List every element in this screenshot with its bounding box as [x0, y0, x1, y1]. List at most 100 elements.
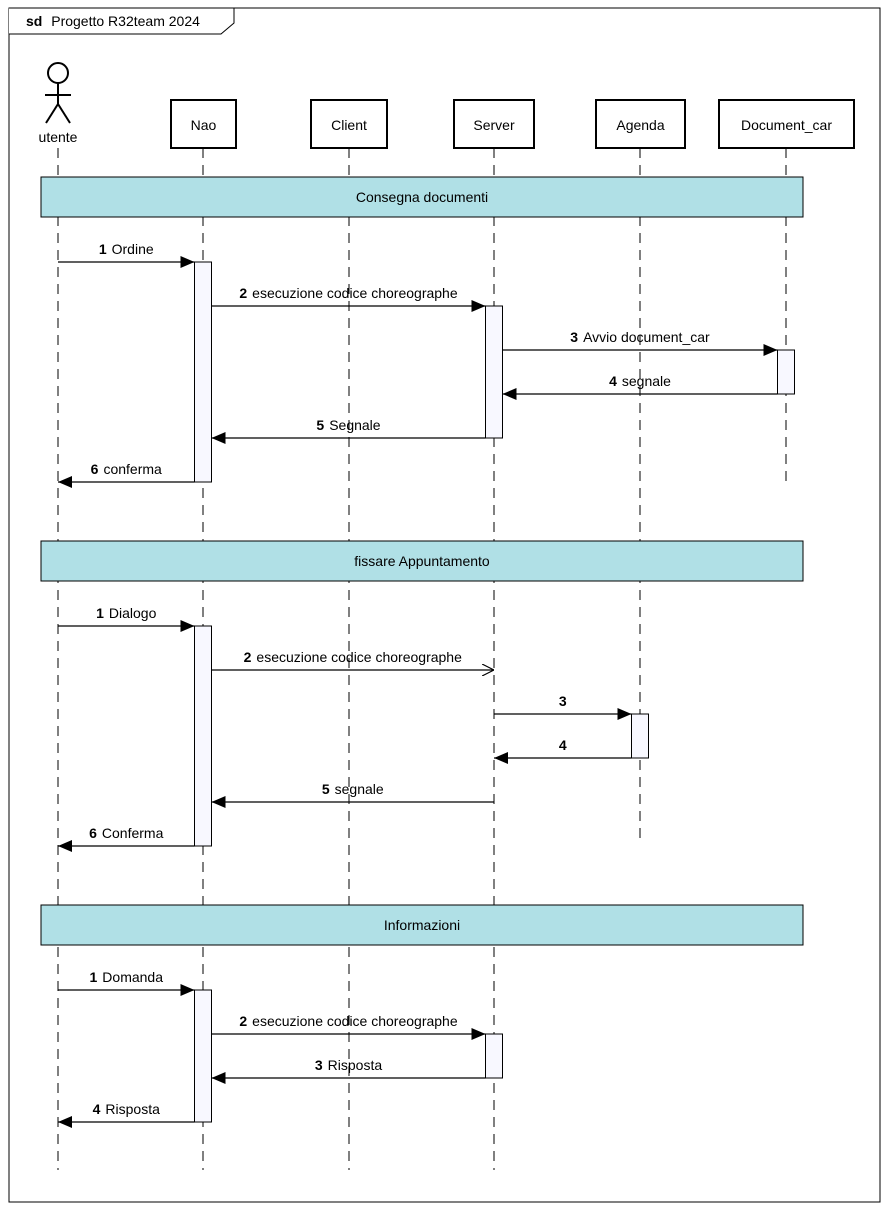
fragment: Informazioni	[40, 904, 804, 946]
actor-label: utente	[39, 129, 78, 145]
message-number: 1	[90, 969, 98, 985]
message-number: 2	[239, 1013, 247, 1029]
message: 5 Segnale	[211, 417, 486, 444]
activation-bar-nao	[194, 625, 212, 847]
message: 2 esecuzione codice choreographe	[211, 285, 486, 312]
message-number: 2	[239, 285, 247, 301]
participant-document-car: Document_car	[718, 99, 855, 149]
frame-title-text: Progetto R32team 2024	[51, 13, 200, 29]
activation-bar-nao	[194, 989, 212, 1123]
message: 6 Conferma	[58, 825, 195, 852]
message: 4	[494, 737, 632, 764]
message-label: 3 Risposta	[315, 1057, 382, 1073]
participant-box	[718, 99, 855, 149]
activation-bar-document-car	[777, 349, 795, 395]
message-number: 1	[99, 241, 107, 257]
message-number: 6	[89, 825, 97, 841]
actor-head	[47, 62, 69, 84]
message-text: conferma	[103, 461, 162, 477]
message-number: 3	[559, 693, 567, 709]
fragment: fissare Appuntamento	[40, 540, 804, 582]
message-number: 4	[93, 1101, 101, 1117]
message-label: 3	[559, 693, 567, 709]
message-text: esecuzione codice choreographe	[256, 649, 462, 665]
message-text: esecuzione codice choreographe	[252, 1013, 458, 1029]
activation-bar-agenda	[631, 713, 649, 759]
message-number: 2	[244, 649, 252, 665]
actor-left-leg	[45, 103, 59, 124]
message-number: 4	[559, 737, 567, 753]
diagram-frame	[8, 7, 881, 1203]
participants: Nao Client Server Agenda Document_car	[170, 99, 855, 149]
participant-agenda: Agenda	[595, 99, 686, 149]
message-text: Segnale	[329, 417, 381, 433]
message-text: Ordine	[112, 241, 154, 257]
frame-title: sd Progetto R32team 2024	[26, 13, 200, 29]
participant-client: Client	[310, 99, 388, 149]
activation-bar-nao	[194, 261, 212, 483]
fragments: Consegna documenti fissare AppuntamentoIn…	[40, 176, 804, 946]
message: 3 Risposta	[211, 1057, 486, 1084]
message-text: Conferma	[102, 825, 164, 841]
message-label: 4	[559, 737, 567, 753]
fragment-title: Consegna documenti	[356, 189, 488, 205]
activation-bar-server	[485, 1033, 503, 1079]
message-label: 6 Conferma	[89, 825, 163, 841]
fragment-title: Informazioni	[384, 917, 460, 933]
message-number: 5	[316, 417, 324, 433]
participant-label: Document_car	[741, 117, 832, 133]
message-text: esecuzione codice choreographe	[252, 285, 458, 301]
message-text: segnale	[622, 373, 671, 389]
message-label: 4 segnale	[609, 373, 671, 389]
frame-keyword: sd	[26, 13, 42, 29]
fragment-box	[40, 540, 804, 582]
participant-nao: Nao	[170, 99, 237, 149]
activations	[194, 261, 795, 1123]
message: 1 Ordine	[58, 241, 195, 268]
message: 2 esecuzione codice choreographe	[211, 1013, 486, 1040]
message: 3	[494, 693, 632, 720]
message-text: segnale	[335, 781, 384, 797]
participant-box	[170, 99, 237, 149]
fragment: Consegna documenti	[40, 176, 804, 218]
message: 3 Avvio document_car	[502, 329, 778, 356]
message-label: 3 Avvio document_car	[570, 329, 710, 345]
participant-label: Nao	[191, 117, 217, 133]
message-text: Dialogo	[109, 605, 157, 621]
actor-right-leg	[57, 103, 71, 124]
message-label: 1 Ordine	[99, 241, 154, 257]
message-text: Risposta	[328, 1057, 383, 1073]
message-label: 2 esecuzione codice choreographe	[239, 1013, 457, 1029]
participant-box	[595, 99, 686, 149]
participant-label: Server	[473, 117, 515, 133]
participant-label: Agenda	[616, 117, 664, 133]
actor-utente: utente	[39, 62, 78, 145]
fragment-title: fissare Appuntamento	[354, 553, 490, 569]
message: 4 segnale	[502, 373, 778, 400]
message-label: 2 esecuzione codice choreographe	[239, 285, 457, 301]
message-label: 5 Segnale	[316, 417, 380, 433]
message-number: 4	[609, 373, 617, 389]
activation-bar-server	[485, 305, 503, 439]
frame-title-tab	[9, 7, 235, 35]
participant-server: Server	[453, 99, 535, 149]
participant-box	[310, 99, 388, 149]
message-number: 3	[570, 329, 578, 345]
message-number: 3	[315, 1057, 323, 1073]
message-text: Avvio document_car	[583, 329, 710, 345]
message-text: Domanda	[102, 969, 163, 985]
